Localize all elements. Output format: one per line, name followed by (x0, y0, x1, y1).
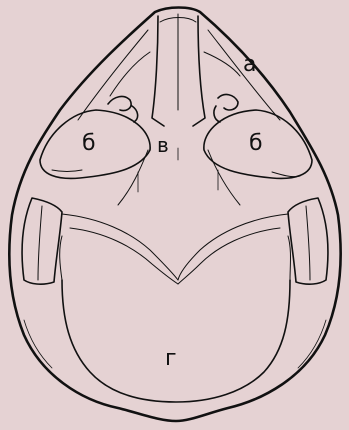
temporal-line-left-outer (62, 214, 178, 280)
label-a: а (243, 54, 256, 76)
label-g: г (165, 348, 177, 370)
braincase-side-right (288, 236, 291, 280)
zygomatic-right (288, 198, 328, 284)
label-b-right: б (249, 133, 263, 155)
upper-suture-left (110, 52, 150, 96)
temporal-line-left-inner (70, 228, 178, 284)
braincase-side-left (60, 236, 62, 280)
label-b-left: б (82, 133, 96, 155)
orbit-left-inner (52, 170, 82, 172)
frontal-ridge-right (208, 150, 240, 205)
braincase-outline (62, 280, 290, 402)
lacrimal-left (108, 97, 138, 122)
temporal-line-right-outer (178, 214, 288, 280)
zygomatic-right-line (306, 206, 310, 280)
orbit-right-inner (272, 172, 300, 177)
label-v: в (157, 135, 169, 155)
temporal-line-right-inner (178, 228, 280, 284)
zygomatic-left-line (38, 206, 42, 280)
